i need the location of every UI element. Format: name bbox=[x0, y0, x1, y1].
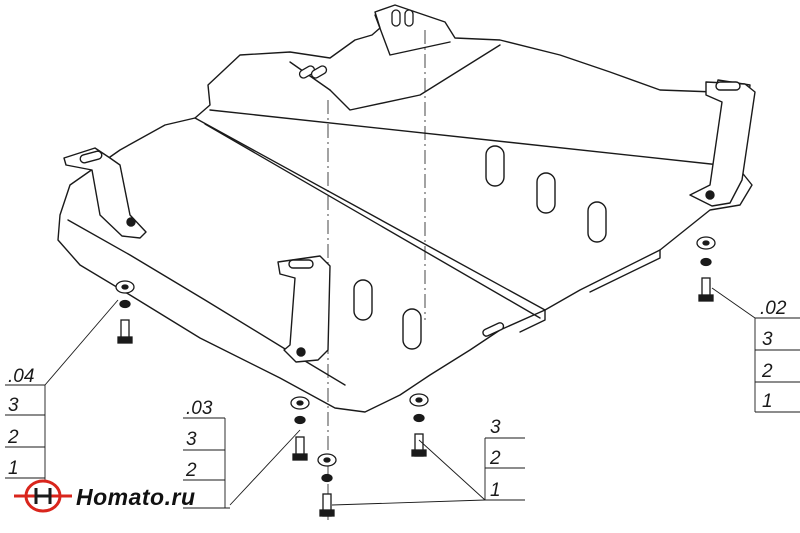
logo-text: Homato.ru bbox=[76, 484, 196, 510]
callout-middle-item-3: 1 bbox=[490, 480, 501, 501]
fastener-center bbox=[290, 396, 310, 461]
callout-02-item-3: 1 bbox=[762, 391, 773, 412]
fastener-middle bbox=[409, 393, 429, 457]
leader-3-b bbox=[331, 499, 486, 506]
callout-04-code: .04 bbox=[8, 366, 34, 387]
callout-02-item-2: 2 bbox=[761, 361, 773, 382]
front-panel bbox=[194, 117, 546, 311]
callout-03-code: .03 bbox=[186, 398, 213, 419]
callout-02-code: .02 bbox=[760, 298, 787, 319]
slot-rear-4 bbox=[310, 65, 328, 79]
callout-middle-item-1: 3 bbox=[490, 417, 501, 438]
callout-03-item-1: 3 bbox=[186, 429, 197, 450]
callout-04 bbox=[5, 384, 46, 508]
callout-04-item-1: 3 bbox=[8, 395, 19, 416]
leader-3-a bbox=[418, 439, 486, 501]
callout-02-item-1: 3 bbox=[762, 329, 773, 350]
brand-logo: Homato.ru bbox=[14, 479, 196, 513]
bracket-center bbox=[277, 255, 331, 363]
small-slot bbox=[482, 322, 505, 337]
rear-raised-section bbox=[329, 44, 501, 111]
callout-middle-item-2: 2 bbox=[489, 448, 501, 469]
vent-slot-3 bbox=[587, 201, 607, 243]
fastener-bottom bbox=[317, 453, 337, 517]
vent-slot-1 bbox=[485, 145, 505, 187]
vent-slot-4 bbox=[353, 279, 373, 321]
fastener-left bbox=[115, 280, 135, 344]
slot-rear-3 bbox=[298, 65, 316, 79]
vent-slot-5 bbox=[402, 308, 422, 350]
slot-rear-1 bbox=[391, 9, 401, 27]
vent-slot-2 bbox=[536, 172, 556, 214]
callout-02 bbox=[754, 317, 800, 413]
skid-plate-body bbox=[57, 4, 753, 413]
bracket-right bbox=[689, 81, 756, 207]
fastener-right bbox=[696, 236, 716, 302]
callout-middle bbox=[484, 437, 525, 501]
callout-04-item-2: 2 bbox=[7, 427, 19, 448]
leader-04 bbox=[44, 299, 119, 386]
leader-03 bbox=[229, 429, 301, 506]
slot-rear-2 bbox=[404, 9, 414, 27]
leader-02 bbox=[711, 287, 756, 319]
callout-03 bbox=[183, 417, 230, 509]
bracket-left bbox=[63, 147, 147, 239]
callout-03-item-2: 2 bbox=[185, 460, 197, 481]
callout-04-item-3: 1 bbox=[8, 458, 19, 479]
